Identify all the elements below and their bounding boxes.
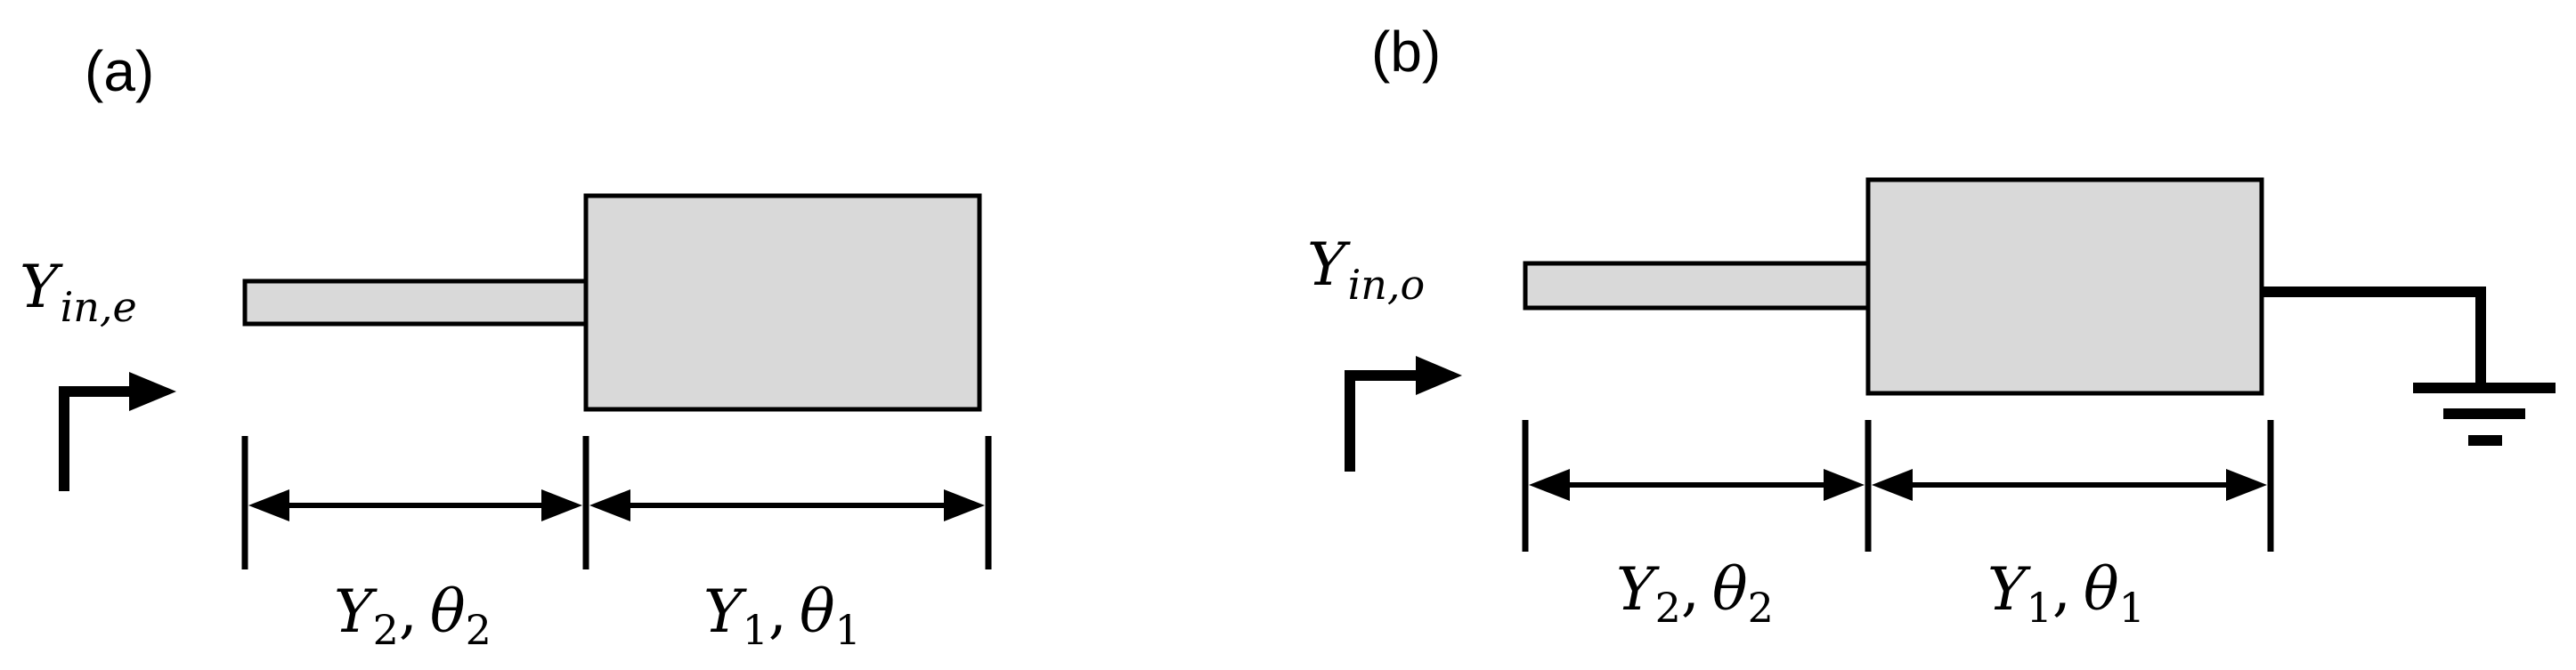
panel-a-input-port-arrow-icon bbox=[59, 372, 176, 491]
panel-a-label: (a) bbox=[85, 39, 154, 103]
panel-b-short-circuit-wire bbox=[2262, 287, 2486, 383]
panel-b-yin-subscript: in,o bbox=[1348, 261, 1426, 309]
panel-a-dim-arrow-section-1 bbox=[589, 489, 985, 521]
panel-b-dim-arrow-section-2 bbox=[1529, 469, 1865, 501]
panel-b-section-2-label: Y2,θ2 bbox=[1616, 555, 1774, 632]
panel-b-label: (b) bbox=[1371, 20, 1441, 84]
panel-b-section-1-label: Y1,θ1 bbox=[1987, 555, 2145, 632]
panel-b-section-2-stub bbox=[1523, 261, 1877, 311]
panel-a-yin-subscript: in,e bbox=[61, 283, 137, 331]
panel-a-section-1-label: Y1,θ1 bbox=[703, 577, 861, 654]
panel-b-ground-icon bbox=[2413, 383, 2556, 446]
panel-b-input-port-arrow-icon bbox=[1345, 356, 1462, 472]
panel-a-section-1-stub bbox=[583, 193, 982, 412]
panel-a-input-admittance-label: Yin,e bbox=[20, 253, 137, 331]
panel-a-section-2-stub bbox=[242, 278, 595, 327]
panel-b-section-1-stub bbox=[1865, 177, 2264, 396]
panel-a-dim-arrow-section-2 bbox=[248, 489, 582, 521]
panel-a-yin-symbol: Y bbox=[20, 253, 63, 321]
panel-b-input-admittance-label: Yin,o bbox=[1307, 230, 1425, 309]
panel-a-section-2-label: Y2,θ2 bbox=[334, 577, 492, 654]
panel-b-dim-arrow-section-1 bbox=[1872, 469, 2267, 501]
panel-b: (b) Yin,o bbox=[1307, 20, 2556, 632]
panel-a: (a) Yin,e Y2,θ2 Y1,θ1 bbox=[20, 39, 992, 654]
panel-b-yin-symbol: Y bbox=[1307, 230, 1351, 299]
